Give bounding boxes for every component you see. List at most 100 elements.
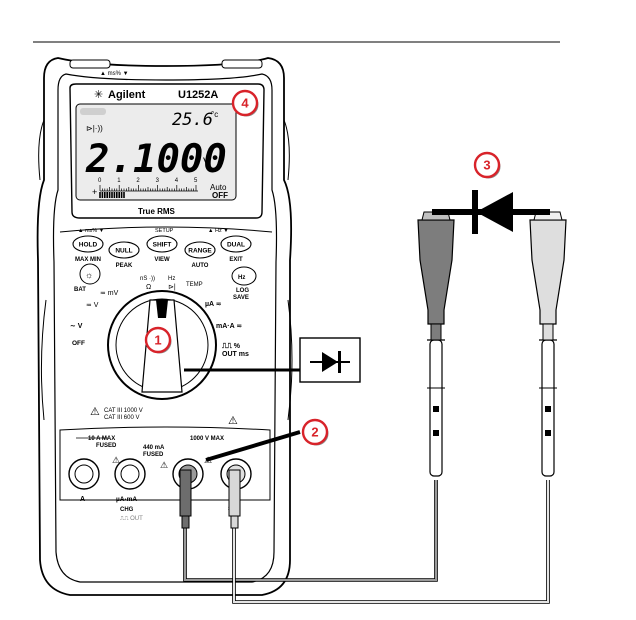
jack-a-label: A: [80, 496, 85, 503]
diode-triangle: [476, 192, 513, 232]
button-null[interactable]: NULL PEAK: [108, 241, 140, 269]
callout-4: 4: [231, 89, 259, 117]
bar-scale-label: 2: [136, 178, 140, 184]
callout-circle: [144, 326, 172, 354]
callout-2: 2: [301, 418, 329, 446]
diode-under-test: [432, 190, 550, 234]
hz-button-sub2: SAVE: [233, 295, 249, 301]
callout-circle: [231, 89, 259, 117]
bar-segment: [116, 192, 118, 198]
callout-number: 2: [311, 425, 318, 440]
callout-circle: [301, 418, 329, 446]
callout-number: 1: [154, 333, 161, 348]
button-hold[interactable]: HOLD MAX MIN: [72, 235, 104, 263]
button-dual[interactable]: DUAL EXIT: [220, 235, 252, 263]
dial-label-out-ms: OUT ms: [222, 351, 249, 358]
dial-label-temp: TEMP: [186, 282, 203, 288]
bar-segment: [106, 192, 108, 198]
multimeter: ▲ ms% ▼ ✳ Agilent U1252A ⊳|·)) 25.6 °c 2…: [36, 57, 293, 596]
diode-bar: [472, 190, 478, 234]
warning-icon: ⚠: [90, 406, 100, 418]
warning-icon-ma: ⚠: [160, 460, 168, 470]
warning-icon-right: ⚠: [228, 415, 238, 427]
red-plug: [228, 469, 241, 517]
button-label: SHIFT: [153, 242, 172, 249]
terminal-440ma-label: 440 mA: [143, 445, 165, 451]
bat-label: BAT: [74, 287, 86, 293]
brand-label: Agilent: [108, 89, 146, 101]
callout-number: 3: [483, 158, 490, 173]
button-top-right-label: ▲ Hz ▼: [208, 228, 229, 234]
dial-label-ns: nS ·)): [140, 276, 155, 282]
black-lead-wire: [184, 480, 437, 581]
diode-symbol-box: [184, 337, 361, 383]
button-label: DUAL: [227, 242, 245, 249]
brand-logo-icon: ✳: [94, 89, 103, 101]
button-sublabel: PEAK: [116, 263, 133, 269]
button-top-center-label: SETUP: [155, 228, 174, 234]
dial-label-off: OFF: [72, 340, 85, 347]
cat-label-2: CAT III 600 V: [104, 415, 139, 421]
function-buttons: HOLD MAX MIN NULL PEAK SHIFT VIEW RANGE AUTO DUA…: [72, 235, 252, 269]
jack-chg-label: CHG: [120, 507, 134, 513]
hz-button-sub: LOG: [236, 288, 249, 294]
true-rms-label: True RMS: [138, 207, 176, 216]
black-plug: [179, 469, 192, 517]
warning-icon-a: ⚠: [112, 455, 120, 465]
jack-ua-label: µA·mA: [116, 496, 137, 503]
bar-scale-label: 0: [98, 178, 102, 184]
button-shift[interactable]: SHIFT VIEW: [146, 235, 178, 263]
button-label: HOLD: [79, 242, 98, 249]
auto-label: Auto: [210, 183, 227, 192]
model-label: U1252A: [178, 89, 218, 101]
terminal-10a-label: 10 A MAX: [88, 436, 115, 442]
test-leads: [179, 211, 567, 604]
hz-button[interactable]: [231, 266, 257, 286]
backlight-icon: ☼: [85, 270, 93, 280]
svg-text:▲ ms% ▼: ▲ ms% ▼: [100, 71, 129, 77]
bar-segment: [99, 192, 101, 198]
bar-segment: [108, 192, 111, 198]
callout-circle: [473, 151, 501, 179]
secondary-reading: 25.6: [172, 110, 213, 130]
terminal-10a-fused: FUSED: [96, 443, 117, 449]
red-probe: [529, 211, 567, 477]
jack-ua-ma[interactable]: [114, 458, 146, 490]
backlight-button[interactable]: [79, 263, 101, 285]
red-lead-wire: [233, 480, 549, 603]
button-top-left-label: ▲ ms% ▼: [78, 228, 104, 234]
off-label: OFF: [212, 191, 228, 200]
button-range[interactable]: RANGE AUTO: [184, 241, 216, 269]
dial-label-dcv: ∼ V: [70, 323, 83, 330]
callout-2-leader: [205, 430, 301, 462]
terminal-440ma-fused: FUSED: [143, 452, 164, 458]
main-reading: 2.1000: [85, 137, 227, 182]
button-sublabel: VIEW: [154, 257, 170, 263]
bar-scale-label: 1: [117, 178, 121, 184]
button-label: NULL: [115, 248, 132, 255]
bar-scale-label: 3: [156, 178, 160, 184]
bar-scale-label: 4: [175, 178, 179, 184]
button-sublabel: MAX MIN: [75, 257, 101, 263]
hz-button-label: Hz: [238, 275, 245, 281]
dial-diode-icon: ⊳|: [168, 284, 176, 291]
bar-segment: [111, 192, 113, 198]
terminal-vmax-label: 1000 V MAX: [190, 436, 224, 442]
bar-segment: [113, 192, 116, 198]
bar-segment: [123, 192, 125, 198]
button-sublabel: AUTO: [192, 263, 209, 269]
callout-3: 3: [473, 151, 501, 179]
dial-label-out: ⎍⎍ %: [221, 343, 241, 350]
bar-segment: [118, 192, 120, 198]
bar-segment: [101, 192, 104, 198]
jack-a[interactable]: [68, 458, 100, 490]
bar-scale-label: 5: [194, 178, 198, 184]
diode-continuity-icon: ⊳|·)): [86, 124, 103, 133]
main-unit: V: [203, 156, 211, 168]
button-label: RANGE: [188, 248, 212, 255]
callout-1: 1: [144, 326, 172, 354]
button-sublabel: EXIT: [229, 257, 243, 263]
